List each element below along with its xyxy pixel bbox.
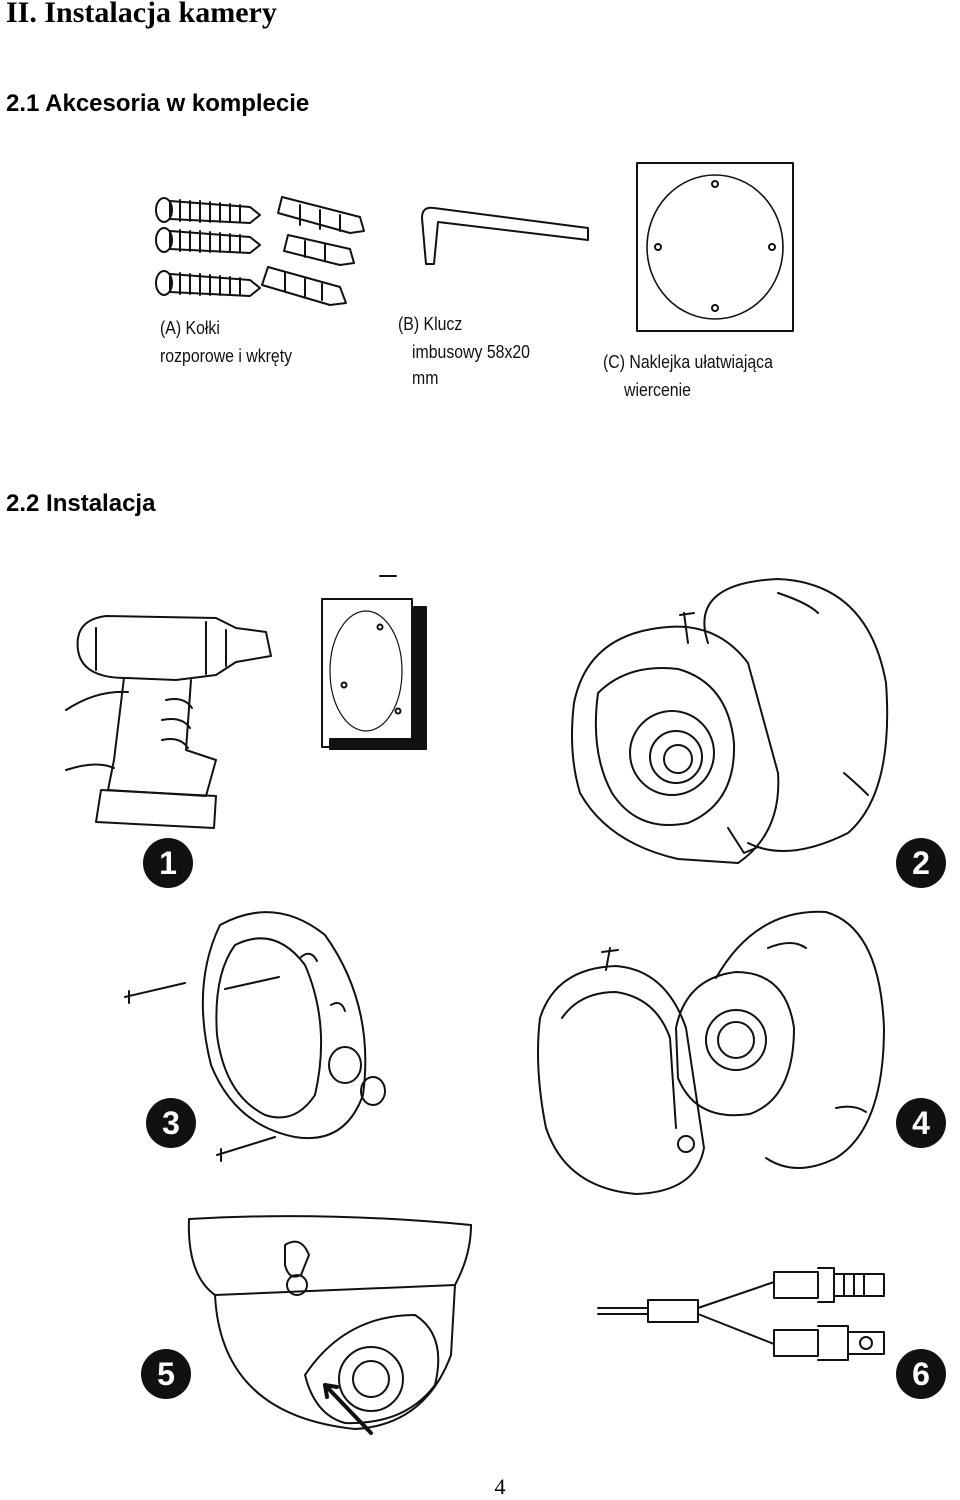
accessory-a-label-line2: rozporowe i wkręty	[160, 346, 293, 366]
anchors-and-screws-illustration	[155, 196, 365, 306]
section-title-accessories: 2.1 Akcesoria w komplecie	[6, 90, 310, 117]
drilling-template-illustration	[636, 162, 794, 332]
step-3-base-illustration	[124, 911, 386, 1162]
accessory-b-label-line3: mm	[412, 368, 439, 388]
step-5-camera-illustration	[187, 1215, 472, 1435]
accessory-b-label-line1: (B) Klucz	[398, 314, 463, 334]
step-5-badge: 5	[141, 1349, 191, 1399]
accessory-c-label-line2: wiercenie	[624, 380, 691, 400]
step-2-camera-illustration	[571, 578, 889, 864]
accessory-b-label-line2: imbusowy 58x20	[412, 342, 530, 362]
step-1-template-illustration	[321, 575, 427, 750]
step-1-drill-illustration	[65, 615, 272, 829]
hex-key-illustration	[421, 206, 589, 265]
step-6-cable-illustration	[597, 1267, 885, 1361]
step-2-badge: 2	[896, 838, 946, 888]
page-number: 4	[494, 1474, 506, 1499]
step-3-badge: 3	[146, 1098, 196, 1148]
step-1-badge: 1	[143, 838, 193, 888]
accessory-a-label-line1: (A) Kołki	[160, 318, 220, 338]
step-4-camera-illustration	[537, 910, 885, 1195]
page-heading: II. Instalacja kamery	[6, 0, 277, 29]
step-6-badge: 6	[896, 1349, 946, 1399]
accessory-c-label-line1: (C) Naklejka ułatwiająca	[603, 352, 773, 372]
section-title-installation: 2.2 Instalacja	[6, 490, 156, 517]
step-4-badge: 4	[896, 1098, 946, 1148]
